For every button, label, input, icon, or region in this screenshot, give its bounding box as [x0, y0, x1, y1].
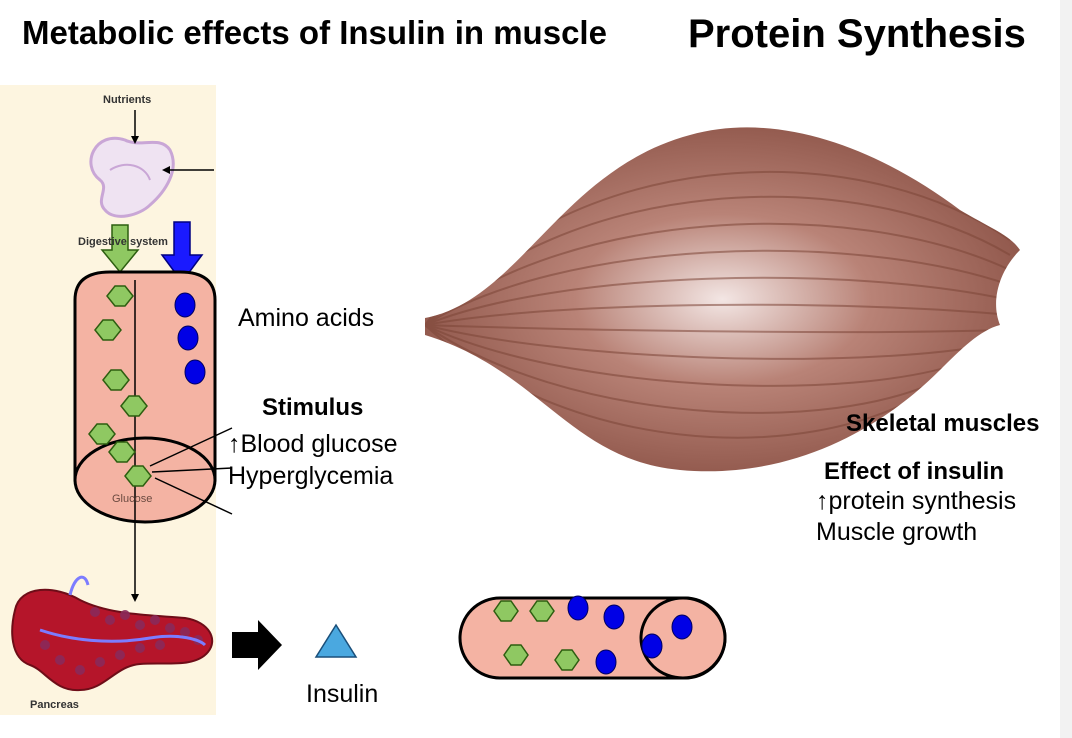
skeletal-muscle	[425, 127, 1020, 472]
amino-acids-label: Amino acids	[238, 304, 375, 332]
title-left: Metabolic effects of Insulin in muscle	[22, 14, 607, 51]
skeletal-muscles-label: Skeletal muscles	[846, 410, 1040, 437]
cell-glucose-hexagons	[493, 600, 580, 671]
nutrients-label: Nutrients	[103, 94, 152, 106]
stomach-shape	[89, 136, 175, 218]
pancreas-label: Pancreas	[30, 699, 79, 711]
blue-down-arrow	[160, 221, 204, 284]
cell-amino-circles	[567, 595, 693, 675]
hyperglycemia-label: Hyperglycemia	[228, 462, 394, 490]
digestive-label: Digestive system	[78, 236, 168, 248]
stimulus-arrows	[149, 427, 233, 515]
insulin-label: Insulin	[306, 680, 379, 708]
green-down-arrow	[100, 224, 140, 274]
amino-acid-circles	[174, 292, 206, 385]
right-edge-strip	[1060, 0, 1072, 738]
glucose-label: Glucose	[112, 493, 153, 505]
effect-of-insulin-title: Effect of insulin	[824, 458, 1004, 485]
muscle-growth-label: Muscle growth	[816, 518, 978, 546]
stimulus-label: Stimulus	[262, 394, 364, 421]
blood-glucose-label: ↑Blood glucose	[228, 430, 398, 458]
glucose-hexagons	[88, 285, 152, 487]
insulin-triangle	[314, 623, 358, 658]
black-right-arrow	[232, 620, 282, 670]
protein-synthesis-label: ↑protein synthesis	[816, 487, 1017, 515]
title-right: Protein Synthesis	[688, 12, 1026, 56]
